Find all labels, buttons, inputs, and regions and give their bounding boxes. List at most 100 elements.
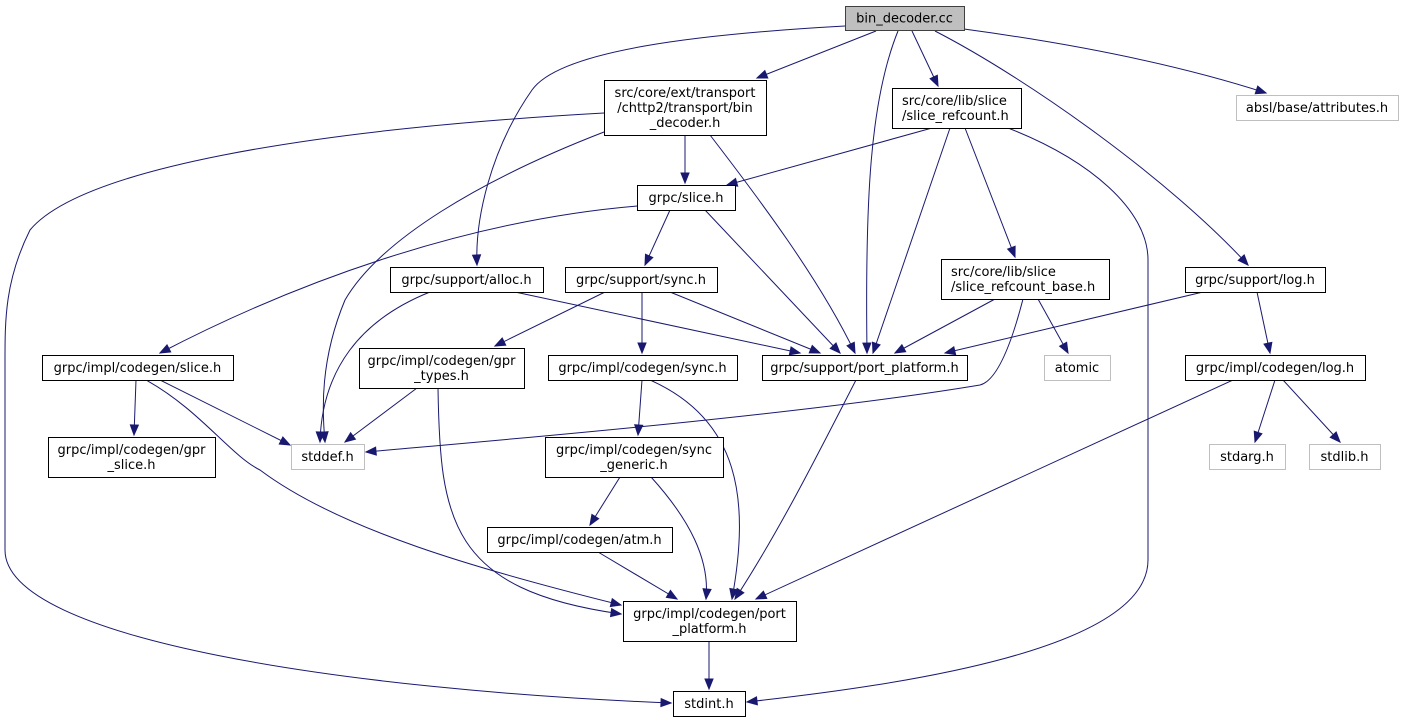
edge-line bbox=[4, 112, 672, 704]
node-support-log-h[interactable]: grpc/support/log.h bbox=[1185, 267, 1326, 293]
node-box bbox=[48, 437, 216, 478]
arrowhead-icon bbox=[808, 344, 822, 354]
arrowhead-icon bbox=[1253, 430, 1263, 444]
node-bin-decoder-h[interactable]: src/core/ext/transport/chttp2/transport/… bbox=[604, 80, 767, 136]
edge-line bbox=[159, 205, 638, 354]
node-label-line: _decoder.h bbox=[649, 116, 721, 131]
edge-support_alloc_h-to-stddef_h bbox=[315, 291, 431, 444]
node-box bbox=[941, 259, 1110, 300]
edge-line bbox=[476, 25, 846, 266]
edge-codegen_port_platform_h-to-stdint_h bbox=[704, 641, 714, 691]
edge-line bbox=[437, 387, 622, 615]
node-stdint-h[interactable]: stdint.h bbox=[673, 691, 746, 717]
node-box bbox=[291, 444, 365, 470]
arrowhead-icon bbox=[754, 590, 768, 600]
edge-codegen_sync_h-to-codegen_port_platform_h bbox=[649, 379, 740, 601]
node-support-alloc-h[interactable]: grpc/support/alloc.h bbox=[390, 267, 544, 293]
edge-support_port_platform_h-to-codegen_port_platform_h bbox=[734, 379, 857, 601]
node-codegen-gpr-types-h[interactable]: grpc/impl/codegen/gpr_types.h bbox=[359, 348, 525, 389]
edge-line bbox=[344, 387, 418, 443]
edge-support_log_h-to-support_port_platform_h bbox=[943, 291, 1204, 356]
arrowhead-icon bbox=[1237, 254, 1249, 266]
node-root: bin_decoder.cc bbox=[845, 6, 965, 31]
arrowhead-icon bbox=[637, 342, 647, 355]
edge-line bbox=[726, 127, 933, 186]
node-box bbox=[545, 437, 724, 478]
arrowhead-icon bbox=[278, 436, 292, 446]
arrowhead-icon bbox=[1058, 341, 1069, 355]
edge-root-to-absl_attributes bbox=[963, 28, 1268, 95]
node-atomic: atomic bbox=[1044, 355, 1111, 381]
edge-line bbox=[756, 30, 877, 79]
node-label-line: stdint.h bbox=[684, 697, 733, 712]
arrowhead-icon bbox=[665, 589, 679, 600]
edge-slice_refcount_base_h-to-stddef_h bbox=[364, 298, 1024, 456]
edge-support_sync_h-to-codegen_gpr_types_h bbox=[493, 291, 606, 347]
edge-line bbox=[365, 298, 1024, 453]
edge-root-to-support_log_h bbox=[934, 30, 1249, 266]
edge-codegen_log_h-to-stdlib_h bbox=[1282, 379, 1341, 443]
node-box bbox=[1236, 95, 1399, 121]
arrowhead-icon bbox=[943, 345, 957, 356]
edge-line bbox=[319, 291, 431, 443]
node-codegen-atm-h[interactable]: grpc/impl/codegen/atm.h bbox=[487, 527, 673, 553]
edge-line bbox=[597, 551, 678, 600]
edge-bin_decoder_h-to-support_port_platform_h bbox=[709, 134, 856, 355]
edge-codegen_log_h-to-stdarg_h bbox=[1253, 379, 1276, 444]
edge-bin_decoder_h-to-stdint_h bbox=[4, 112, 673, 708]
node-box bbox=[565, 267, 718, 293]
arrowhead-icon bbox=[158, 343, 172, 354]
node-codegen-sync-generic-h[interactable]: grpc/impl/codegen/sync_generic.h bbox=[545, 437, 724, 478]
edge-line bbox=[649, 379, 740, 600]
edge-line bbox=[669, 291, 821, 354]
arrowhead-icon bbox=[788, 346, 802, 356]
edge-support_sync_h-to-support_port_platform_h bbox=[669, 291, 822, 354]
node-label-line: grpc/impl/codegen/port bbox=[633, 607, 786, 622]
arrowhead-icon bbox=[862, 342, 872, 355]
edge-slice_refcount_base_h-to-support_port_platform_h bbox=[893, 298, 996, 354]
edge-line bbox=[704, 209, 841, 354]
edge-root-to-support_alloc_h bbox=[471, 25, 846, 267]
node-box bbox=[623, 601, 797, 642]
edge-line bbox=[494, 291, 606, 347]
edge-line bbox=[1282, 379, 1341, 443]
edge-line bbox=[963, 28, 1267, 94]
edge-codegen_slice_h-to-codegen_port_platform_h bbox=[145, 379, 623, 608]
node-label-line: /slice_refcount_base.h bbox=[951, 280, 1095, 295]
node-codegen-sync-h[interactable]: grpc/impl/codegen/sync.h bbox=[548, 355, 738, 381]
node-stdlib-h: stdlib.h bbox=[1309, 444, 1381, 470]
node-slice-refcount-base-h[interactable]: src/core/lib/slice/slice_refcount_base.h bbox=[941, 259, 1110, 300]
node-label-line: stddef.h bbox=[301, 450, 353, 465]
node-grpc-slice-h[interactable]: grpc/slice.h bbox=[637, 185, 736, 211]
node-label-line: grpc/support/sync.h bbox=[576, 273, 706, 288]
edge-grpc_slice_h-to-support_sync_h bbox=[644, 209, 671, 267]
arrowhead-icon bbox=[315, 431, 326, 444]
node-box bbox=[892, 88, 1022, 129]
edge-codegen_sync_generic_h-to-codegen_port_platform_h bbox=[650, 476, 712, 601]
node-label-line: _platform.h bbox=[671, 622, 746, 637]
arrowhead-icon bbox=[745, 696, 758, 706]
edge-line bbox=[734, 379, 857, 600]
node-support-port-platform-h[interactable]: grpc/support/port_platform.h bbox=[762, 355, 968, 381]
node-codegen-log-h[interactable]: grpc/impl/codegen/log.h bbox=[1185, 355, 1366, 381]
edge-line bbox=[159, 379, 291, 446]
node-codegen-slice-h[interactable]: grpc/impl/codegen/slice.h bbox=[42, 355, 234, 381]
edge-codegen_slice_h-to-stddef_h bbox=[159, 379, 292, 446]
arrowhead-icon bbox=[471, 254, 482, 267]
node-stddef-h: stddef.h bbox=[291, 444, 365, 470]
node-codegen-port-platform-h[interactable]: grpc/impl/codegen/port_platform.h bbox=[623, 601, 797, 642]
node-label-line: grpc/impl/codegen/gpr bbox=[368, 354, 517, 369]
node-codegen-gpr-slice-h[interactable]: grpc/impl/codegen/gpr_slice.h bbox=[48, 437, 216, 478]
edge-support_alloc_h-to-support_port_platform_h bbox=[514, 291, 802, 356]
node-support-sync-h[interactable]: grpc/support/sync.h bbox=[565, 267, 718, 293]
node-box bbox=[390, 267, 544, 293]
edge-slice_refcount_h-to-stdint_h bbox=[745, 127, 1149, 706]
node-label-line: grpc/support/port_platform.h bbox=[770, 361, 958, 376]
arrowhead-icon bbox=[704, 678, 714, 691]
node-slice-refcount-h[interactable]: src/core/lib/slice/slice_refcount.h bbox=[892, 88, 1022, 129]
node-label-line: grpc/impl/codegen/sync.h bbox=[558, 361, 726, 376]
arrowhead-icon bbox=[734, 587, 745, 601]
arrowhead-icon bbox=[660, 697, 673, 708]
arrowhead-icon bbox=[609, 597, 623, 608]
